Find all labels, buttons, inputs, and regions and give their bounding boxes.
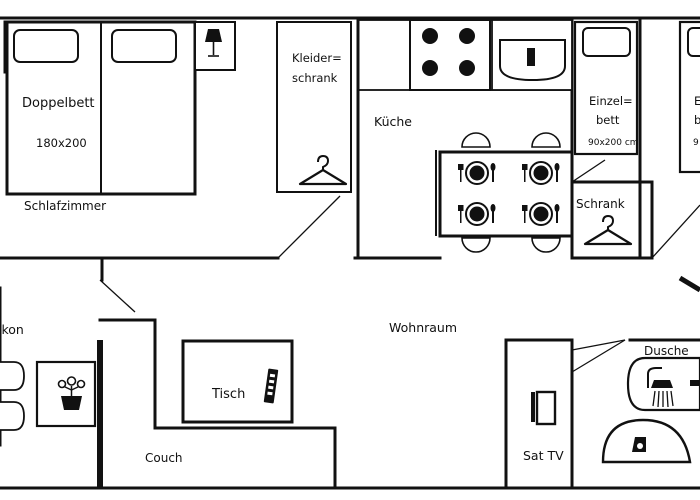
- drain: [690, 380, 700, 386]
- chair: [531, 237, 561, 253]
- balcony-label: lkon: [0, 322, 24, 337]
- flower-pot-icon: [57, 376, 86, 410]
- toilet-icon: [601, 418, 692, 464]
- sink-icon: [491, 19, 573, 91]
- lamp-icon: [205, 29, 222, 57]
- balcony-table: [35, 360, 97, 428]
- sat-tv-label: Sat TV: [523, 448, 564, 463]
- wardrobe-label-2: schrank: [292, 71, 338, 85]
- nightstand: [194, 21, 236, 71]
- table-label: Tisch: [211, 387, 245, 402]
- double-bed-size: 180x200: [36, 136, 87, 150]
- single-bed-2-label-1: E: [694, 94, 700, 108]
- chair: [461, 237, 491, 253]
- single-bed-2-size: 9: [693, 138, 699, 148]
- kitchen-label: Küche: [374, 114, 412, 129]
- hanger-icon: [583, 214, 633, 246]
- single-bed-2: [638, 18, 700, 258]
- chair: [531, 132, 561, 148]
- single-bed-label-2: bett: [596, 113, 620, 127]
- balcony-chairs: [0, 361, 25, 431]
- bedroom-label: Schlafzimmer: [24, 199, 106, 213]
- single-bed-size: 90x200 cm: [588, 138, 639, 148]
- wardrobe-label-1: Kleider=: [292, 51, 342, 65]
- dining-table: [438, 132, 574, 253]
- shower-icon: [647, 367, 674, 408]
- pillow-left: [13, 29, 79, 63]
- pillow: [687, 27, 700, 57]
- shower-label: Dusche: [644, 344, 689, 358]
- single-bed-2-label-2: b: [694, 113, 700, 127]
- single-bed: [573, 20, 639, 156]
- door-swings: [99, 159, 700, 373]
- pillow: [582, 27, 631, 57]
- remote-icon: [263, 368, 279, 404]
- chair: [461, 132, 491, 148]
- coffee-table: [181, 339, 294, 424]
- closet-label: Schrank: [576, 197, 625, 211]
- couch-label: Couch: [145, 451, 183, 465]
- double-bed: [5, 20, 197, 196]
- stove-icon: [409, 19, 491, 91]
- pillow-right: [111, 29, 177, 63]
- wardrobe: [276, 21, 352, 193]
- tv-icon: [531, 390, 557, 426]
- walls: [0, 16, 700, 490]
- shower-tray: [626, 356, 700, 412]
- double-bed-label: Doppelbett: [22, 96, 95, 111]
- living-room-label: Wohnraum: [389, 320, 457, 335]
- door-stub: [678, 275, 700, 293]
- single-bed-label-1: Einzel=: [589, 94, 633, 108]
